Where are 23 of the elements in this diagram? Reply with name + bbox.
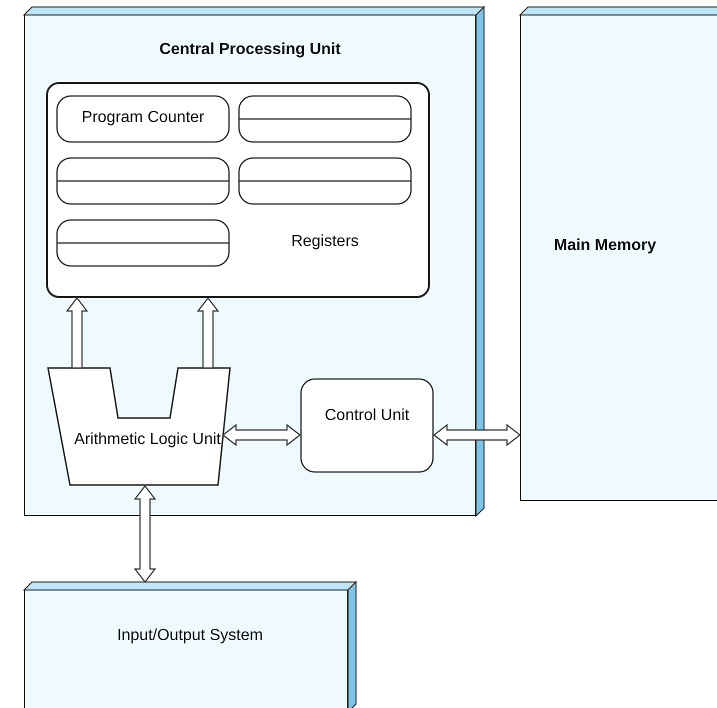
diagram-heading: Central Processing Unit bbox=[158, 40, 342, 60]
node-label: Arithmetic Logic Unit bbox=[73, 430, 222, 450]
double-arrow bbox=[196, 297, 220, 369]
node-label: Input/Output System bbox=[116, 626, 264, 646]
double-arrow bbox=[134, 485, 156, 583]
double-arrow bbox=[433, 424, 521, 446]
alu-shape bbox=[48, 368, 231, 486]
register-slot bbox=[238, 95, 412, 143]
process-box bbox=[300, 378, 434, 473]
register-slot bbox=[56, 219, 230, 267]
registers-panel bbox=[46, 82, 430, 298]
double-arrow bbox=[222, 424, 301, 446]
node-label: Main Memory bbox=[552, 236, 658, 256]
cpu-box bbox=[24, 7, 484, 516]
memory-box bbox=[520, 7, 717, 501]
register-slot bbox=[238, 157, 412, 205]
double-arrow bbox=[66, 297, 88, 369]
node-label: Program Counter bbox=[80, 108, 206, 128]
register-slot bbox=[56, 95, 230, 143]
node-label: Control Unit bbox=[324, 406, 410, 426]
register-slot bbox=[56, 157, 230, 205]
io-box bbox=[24, 582, 356, 708]
node-label: Registers bbox=[290, 232, 360, 252]
